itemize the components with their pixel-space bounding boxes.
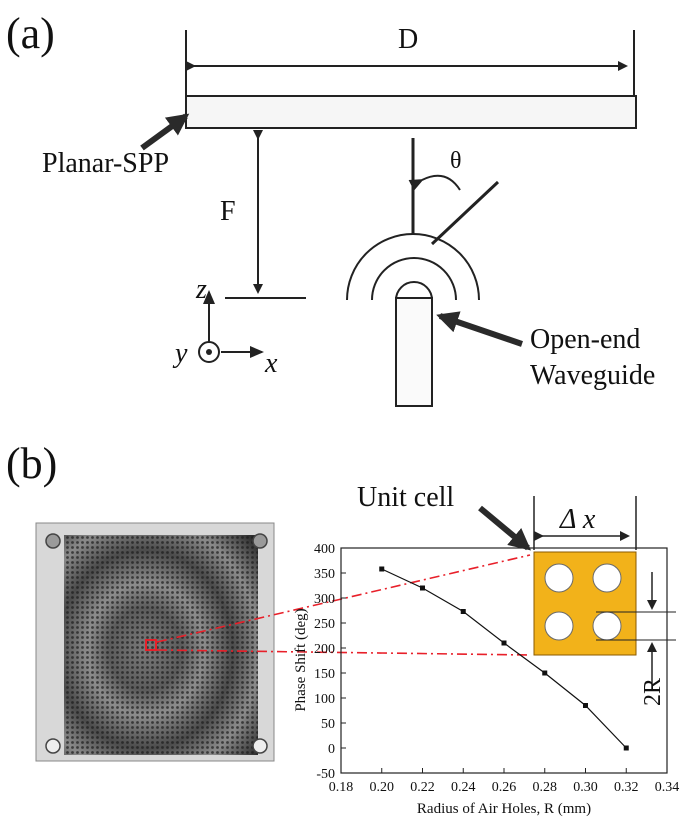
d-label: D [398,24,418,55]
phase-shift-plot: 0.18 0.20 0.22 0.24 0.26 0.28 0.30 0.32 0.34 -50 0… [293,542,679,817]
y-tick-label: 50 [321,717,335,732]
data-point [379,566,385,572]
data-point [623,745,629,751]
x-tick-label: 0.20 [370,780,395,795]
unit-cell-label: Unit cell [357,482,454,513]
waveguide-label-line2: Waveguide [530,360,655,391]
corner-screw-br [252,738,268,754]
planar-spp-plate [185,95,637,129]
air-hole-1 [544,563,574,593]
y-tick-label: 150 [314,667,335,682]
y-axis-title: Phase Shift (deg) [293,608,309,711]
delta-x-label: Δ x [559,504,596,535]
radius-label: 2R [640,678,666,706]
x-tick-label: 0.26 [492,780,517,795]
open-end-waveguide [395,297,433,407]
hole-pattern [64,535,258,755]
series-markers [379,566,629,751]
corner-screw-bl [45,738,61,754]
panel-b-label: (b) [6,439,57,488]
beam-tilted-line [430,180,500,246]
theta-arc [408,174,461,191]
z-axis-label: z [195,274,207,305]
corner-screw-tr [252,533,268,549]
y-tick-label: 0 [328,742,335,757]
radiation-arc-middle [371,257,457,301]
unit-cell-arrow [478,505,532,551]
zoom-guide-top [156,554,531,643]
air-hole-3 [544,611,574,641]
f-label: F [220,196,236,227]
y-axis-label: y [172,338,188,369]
x-axis-label: x [264,348,278,379]
unit-cell-highlight [145,639,157,651]
unit-cell-inset: Unit cell Δ x 2R [357,482,676,706]
panel-a-label: (a) [6,9,55,58]
y-axis-dot [206,349,212,355]
theta-label: θ [450,148,462,174]
panel-b: (b) 0.18 0.20 0.22 0.24 0.26 0.28 0.30 0.32 0.34… [6,439,679,817]
y-tick-label: -50 [316,767,335,782]
y-tick-label: 100 [314,692,335,707]
planar-spp-label: Planar-SPP [42,148,169,179]
corner-screw-tl [45,533,61,549]
air-hole-4 [592,611,622,641]
data-point [460,609,466,614]
panel-a: (a) D Planar-SPP F z y x θ [6,9,655,407]
y-tick-label: 400 [314,542,335,557]
radiation-arc-inner [395,281,433,301]
y-tick-label: 300 [314,592,335,607]
x-tick-label: 0.32 [614,780,639,795]
y-tick-label: 250 [314,617,335,632]
planar-spp-arrow [140,113,190,151]
x-tick-label: 0.22 [410,780,435,795]
x-tick-label: 0.18 [329,780,354,795]
x-tick-label: 0.24 [451,780,476,795]
y-tick-label: 200 [314,642,335,657]
zoom-guide-bottom [156,649,531,656]
data-point [420,585,425,591]
y-tick-label: 350 [314,567,335,582]
radiation-arc-outer [346,233,480,301]
air-hole-2 [592,563,622,593]
tick-group: 0.18 0.20 0.22 0.24 0.26 0.28 0.30 0.32 0.34 -50 0… [314,542,679,795]
x-tick-label: 0.34 [655,780,680,795]
x-axis-title: Radius of Air Holes, R (mm) [417,801,591,817]
x-tick-label: 0.30 [573,780,598,795]
data-point [583,703,588,708]
waveguide-label-line1: Open-end [530,324,640,355]
metasurface-photo [35,522,275,762]
data-point [501,640,507,646]
data-point [542,670,548,676]
x-tick-label: 0.28 [533,780,558,795]
waveguide-arrow [436,311,523,347]
